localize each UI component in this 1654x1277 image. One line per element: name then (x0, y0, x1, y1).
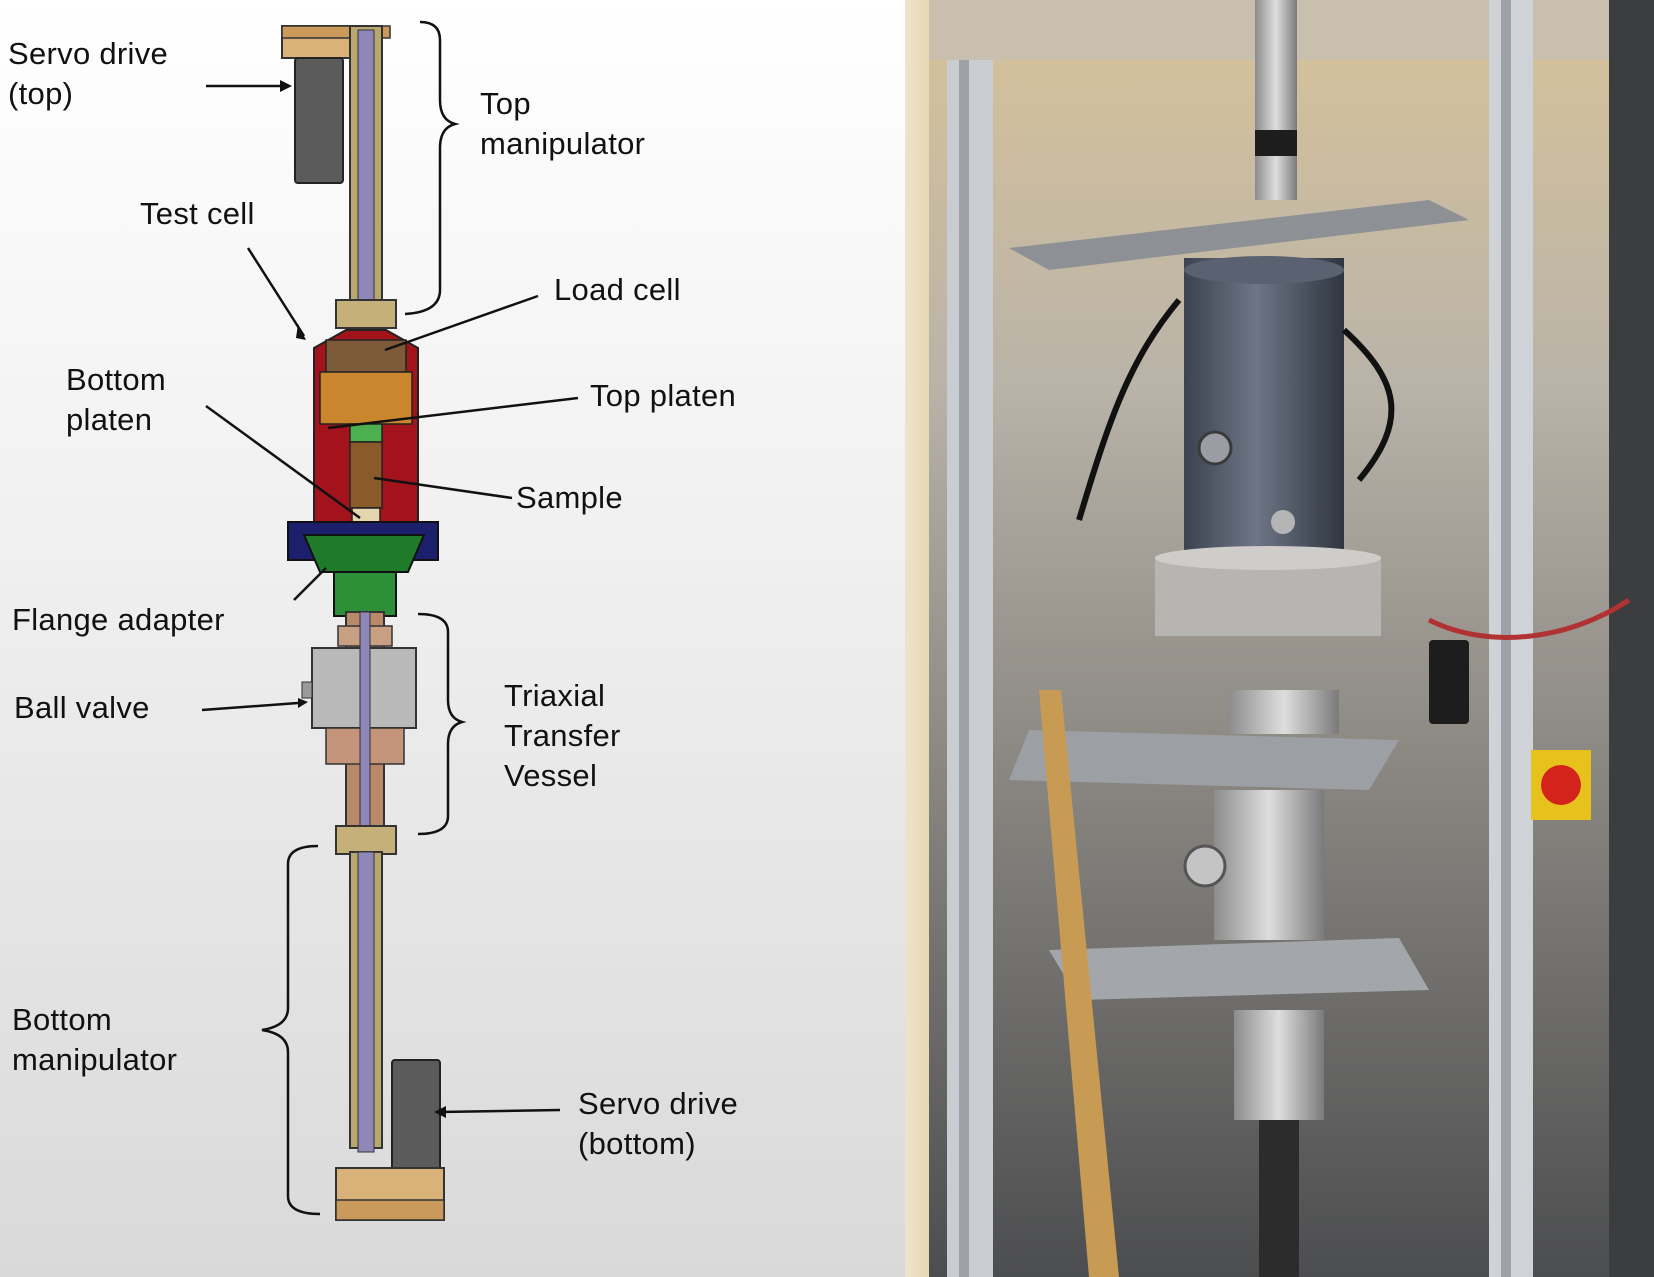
label-bottom-manipulator: Bottom manipulator (12, 1002, 178, 1077)
label-servo-drive-bottom: Servo drive (bottom) (578, 1086, 739, 1161)
label-bottom-platen: Bottom platen (66, 362, 167, 437)
cad-diagram-panel: Servo drive (top) Top manipulator Test c… (0, 0, 905, 1277)
arrowheads (280, 80, 446, 1118)
label-flange-adapter: Flange adapter (12, 602, 225, 637)
top-manipulator-body (335, 25, 397, 331)
label-sample: Sample (516, 480, 623, 515)
bottom-manipulator-body (335, 825, 445, 1221)
label-servo-drive-top: Servo drive (top) (8, 36, 169, 111)
label-test-cell: Test cell (140, 196, 255, 231)
label-triaxial-transfer-vessel: Triaxial Transfer Vessel (504, 678, 621, 793)
label-top-platen: Top platen (590, 378, 737, 413)
transfer-vessel-shape (301, 611, 417, 833)
flange-adapter-shape (287, 521, 439, 617)
panel-divider (905, 0, 929, 1277)
photo-illustration (929, 0, 1654, 1277)
test-cell-body (313, 329, 419, 535)
callout-lines (201, 20, 579, 1216)
label-load-cell: Load cell (554, 272, 681, 307)
label-top-manipulator: Top manipulator (480, 86, 646, 161)
top-servo-drive (281, 25, 391, 184)
cad-cross-section (201, 20, 579, 1221)
apparatus-photo (929, 0, 1654, 1277)
label-ball-valve: Ball valve (14, 690, 150, 725)
